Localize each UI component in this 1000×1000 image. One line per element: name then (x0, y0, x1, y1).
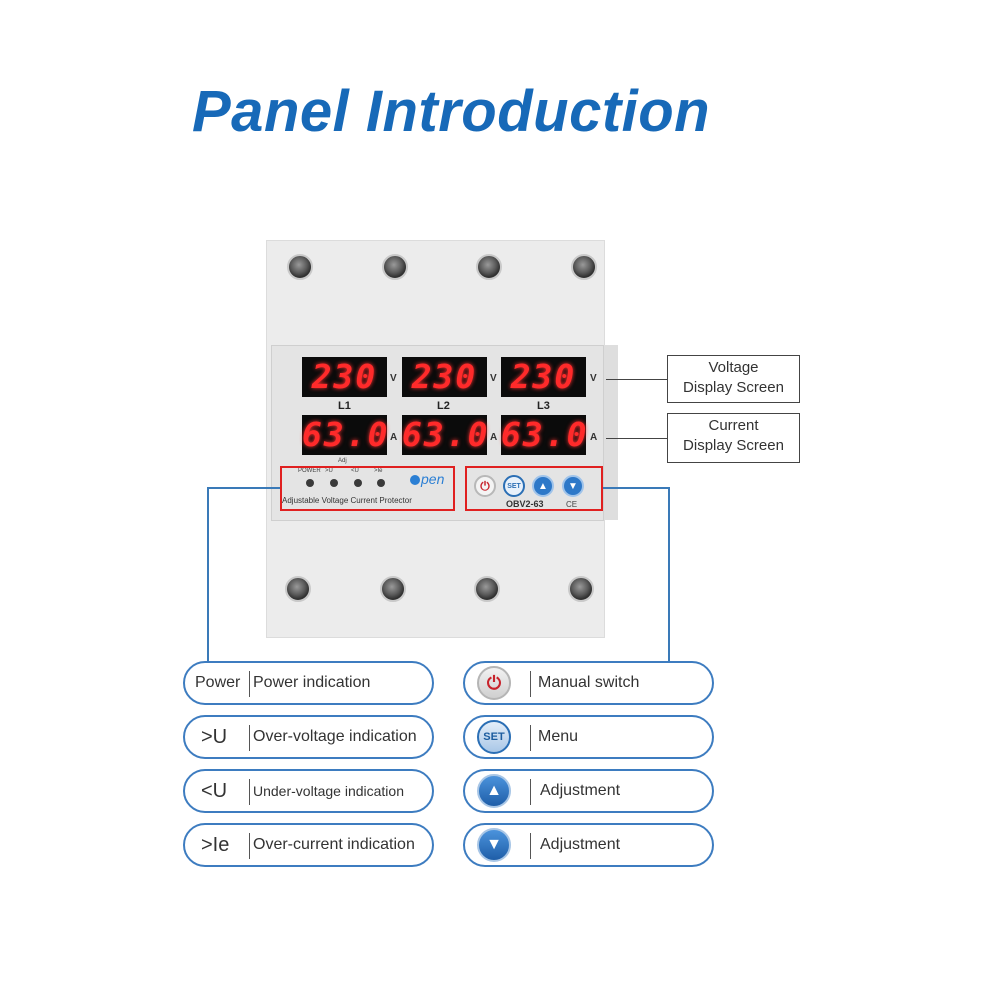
set-button[interactable]: SET (503, 475, 525, 497)
legend-text: Manual switch (538, 674, 640, 691)
indicator-label-power: POWER (298, 468, 321, 474)
buttons-highlight-box (465, 466, 603, 511)
voltage-unit: V (590, 373, 597, 384)
legend-text: Adjustment (540, 836, 621, 853)
legend-text: Power indication (253, 674, 371, 691)
device-subtitle: Adjustable Voltage Current Protector (282, 496, 412, 505)
voltage-display-l2: 230 (402, 357, 487, 397)
legend-divider (249, 671, 250, 697)
power-indicator-led (306, 479, 314, 487)
voltage-display-l1: 230 (302, 357, 387, 397)
legend-divider (249, 779, 250, 805)
current-unit: A (490, 432, 498, 443)
brand-dot-icon (410, 475, 420, 485)
current-display-l1: 63.0 (302, 415, 390, 455)
legend-item-over-voltage: >U Over-voltage indication (183, 715, 434, 759)
indicator-highlight-box (280, 466, 455, 511)
legend-divider (249, 725, 250, 751)
legend-item-under-voltage: <U Under-voltage indication (183, 769, 434, 813)
brand-logo: pen (410, 471, 444, 487)
down-button[interactable]: ▼ (562, 475, 584, 497)
set-icon: SET (477, 720, 511, 754)
overcurrent-indicator-led (377, 479, 385, 487)
right-connector-line (603, 487, 670, 489)
legend-item-power: Power Power indication (183, 661, 434, 705)
left-connector-line (207, 487, 209, 662)
legend-text: Under-voltage indication (253, 783, 404, 799)
legend-item-adjustment-up: ▲ Adjustment (463, 769, 714, 813)
screw-icon (380, 576, 406, 602)
up-button[interactable]: ▲ (532, 475, 554, 497)
voltage-unit: V (490, 373, 497, 384)
legend-text: Over-current indication (253, 836, 415, 853)
page-title: Panel Introduction (192, 79, 711, 144)
legend-symbol: >U (201, 726, 228, 748)
legend-divider (249, 833, 250, 859)
current-callout: Current Display Screen (667, 413, 800, 463)
screw-icon (568, 576, 594, 602)
arrow-up-icon: ▲ (477, 774, 511, 808)
left-connector-line (207, 487, 280, 489)
overvoltage-indicator-led (330, 479, 338, 487)
phase-label-l3: L3 (537, 400, 550, 412)
voltage-callout: Voltage Display Screen (667, 355, 800, 403)
voltage-display-l3: 230 (501, 357, 586, 397)
device-side-panel (604, 345, 618, 520)
screw-icon (474, 576, 500, 602)
power-button[interactable]: ⏻ (474, 475, 496, 497)
model-number: OBV2-63 (506, 499, 544, 509)
power-icon: ⏻ (477, 666, 511, 700)
indicator-group-label: Adj (338, 458, 347, 464)
indicator-label-overvoltage: >U (325, 468, 333, 474)
legend-divider (530, 725, 531, 751)
legend-item-over-current: >Ie Over-current indication (183, 823, 434, 867)
voltage-unit: V (390, 373, 397, 384)
current-unit: A (590, 432, 598, 443)
legend-text: Over-voltage indication (253, 728, 417, 745)
legend-text: Menu (538, 728, 579, 745)
current-display-l3: 63.0 (501, 415, 589, 455)
ce-mark: CE (566, 500, 578, 509)
legend-divider (530, 779, 531, 805)
voltage-callout-line (606, 379, 668, 380)
screw-icon (285, 576, 311, 602)
right-connector-line (668, 487, 670, 662)
screw-icon (476, 254, 502, 280)
legend-text: Adjustment (540, 782, 621, 799)
legend-symbol: Power (195, 674, 241, 691)
phase-label-l1: L1 (338, 400, 351, 412)
legend-symbol: <U (201, 780, 228, 802)
arrow-down-icon: ▼ (477, 828, 511, 862)
screw-icon (382, 254, 408, 280)
screw-icon (287, 254, 313, 280)
legend-divider (530, 671, 531, 697)
current-display-l2: 63.0 (402, 415, 490, 455)
legend-item-manual-switch: ⏻ Manual switch (463, 661, 714, 705)
phase-label-l2: L2 (437, 400, 450, 412)
undervoltage-indicator-led (354, 479, 362, 487)
legend-item-adjustment-down: ▼ Adjustment (463, 823, 714, 867)
current-unit: A (390, 432, 398, 443)
screw-icon (571, 254, 597, 280)
current-callout-line (606, 438, 668, 439)
indicator-label-overcurrent: >Ie (374, 468, 383, 474)
legend-symbol: >Ie (201, 834, 230, 856)
indicator-label-undervoltage: <U (351, 468, 359, 474)
legend-item-menu: SET Menu (463, 715, 714, 759)
legend-divider (530, 833, 531, 859)
